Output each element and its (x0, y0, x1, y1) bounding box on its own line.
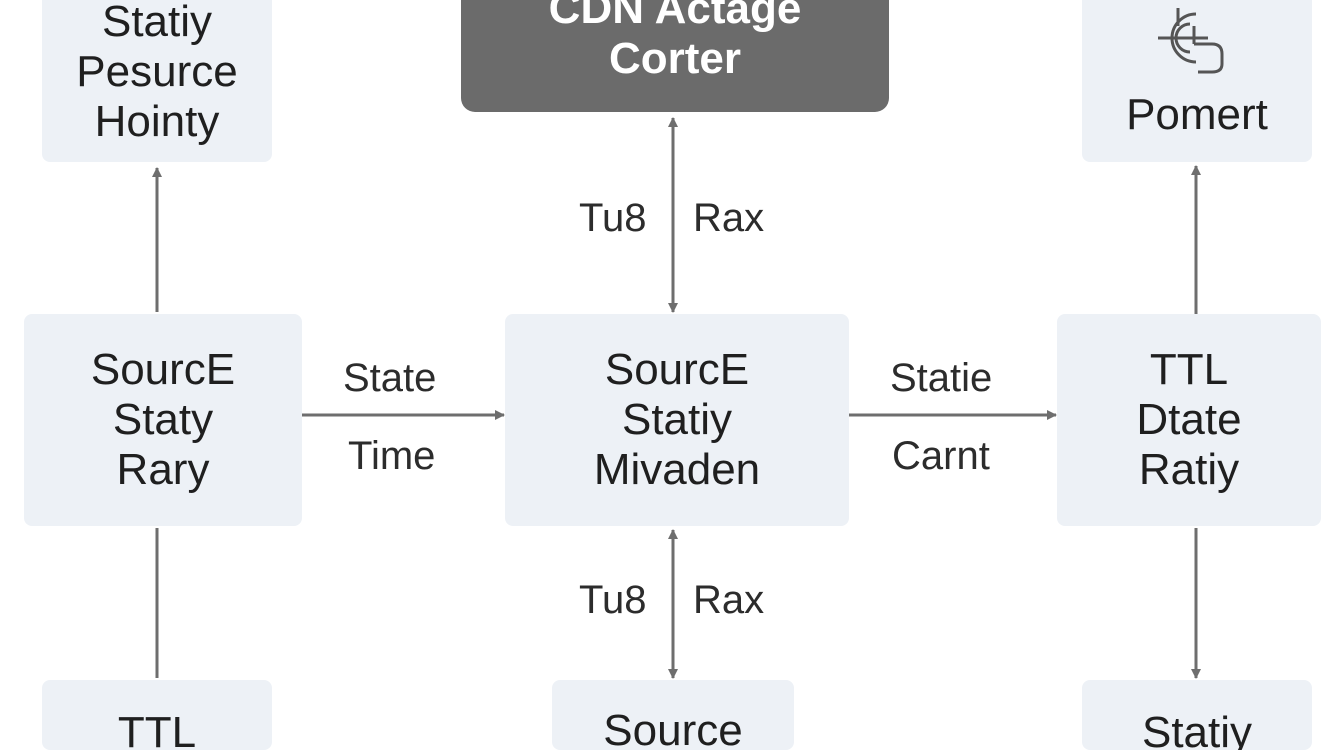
node-bottom-left-line-1: TTL (117, 708, 197, 750)
node-top-left-line-2: Pesurce (76, 47, 238, 96)
edge-label-center-bottom-right: Rax (693, 578, 765, 622)
edge-label-right-mid-bottom: Carnt (892, 434, 990, 478)
node-top-right[interactable]: Pomert (1082, 0, 1312, 162)
node-top-center-line-2: Corter (608, 34, 742, 83)
node-top-center[interactable]: CDN Actage Corter (461, 0, 889, 112)
node-mid-right-line-1: TTL (1149, 345, 1229, 394)
node-mid-left-line-2: Staty (112, 395, 214, 444)
node-mid-right-line-3: Ratiy (1138, 445, 1240, 494)
node-mid-left[interactable]: SourcE Staty Rary (24, 314, 302, 526)
node-mid-right-line-2: Dtate (1136, 395, 1242, 444)
node-bottom-right-line-1: Statiy (1141, 708, 1253, 750)
network-plug-icon-svg (1158, 8, 1224, 74)
node-mid-center[interactable]: SourcE Statiy Mivaden (505, 314, 849, 526)
node-top-left-line-1: Statiy (101, 0, 213, 46)
edge-label-left-mid-bottom: Time (348, 434, 436, 478)
node-bottom-center-line-1: Source (603, 706, 743, 750)
node-mid-left-line-3: Rary (116, 445, 210, 494)
node-mid-center-line-3: Mivaden (593, 445, 761, 494)
node-mid-center-line-1: SourcE (604, 345, 750, 394)
node-top-left-line-3: Hointy (94, 97, 220, 146)
edge-label-left-mid-top: State (343, 356, 437, 400)
node-mid-center-line-2: Statiy (621, 395, 733, 444)
node-bottom-center[interactable]: Source (552, 680, 794, 750)
edge-label-center-top-right: Rax (693, 196, 765, 240)
edge-label-right-mid-top: Statie (890, 356, 993, 400)
edge-label-center-top-left: Tu8 (579, 196, 647, 240)
node-bottom-left[interactable]: TTL (42, 680, 272, 750)
node-top-left[interactable]: Statiy Pesurce Hointy (42, 0, 272, 162)
node-bottom-right[interactable]: Statiy (1082, 680, 1312, 750)
node-top-right-line-1: Pomert (1126, 90, 1268, 139)
network-plug-icon (1150, 6, 1230, 78)
edge-label-center-bottom-left: Tu8 (579, 578, 647, 622)
node-mid-right[interactable]: TTL Dtate Ratiy (1057, 314, 1321, 526)
node-mid-left-line-1: SourcE (90, 345, 236, 394)
node-top-center-line-1: CDN Actage (548, 0, 802, 33)
